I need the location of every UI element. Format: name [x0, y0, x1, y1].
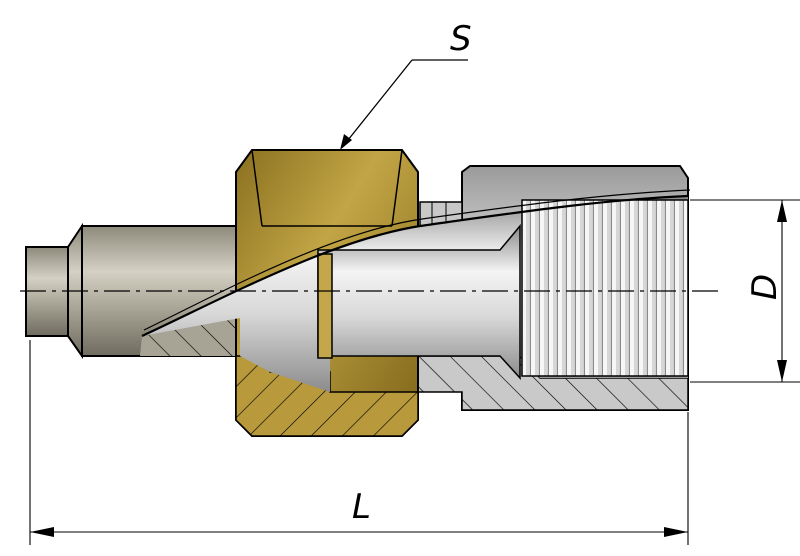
interior-view: [141, 189, 691, 392]
cutaway-section: [140, 318, 689, 411]
dimension-s: S: [340, 19, 472, 150]
dimension-l-label: L: [352, 487, 371, 527]
dimension-d: D: [690, 199, 800, 383]
dimension-s-label: S: [450, 19, 472, 59]
dimension-l: L: [29, 340, 689, 545]
dimension-d-label: D: [745, 274, 785, 300]
